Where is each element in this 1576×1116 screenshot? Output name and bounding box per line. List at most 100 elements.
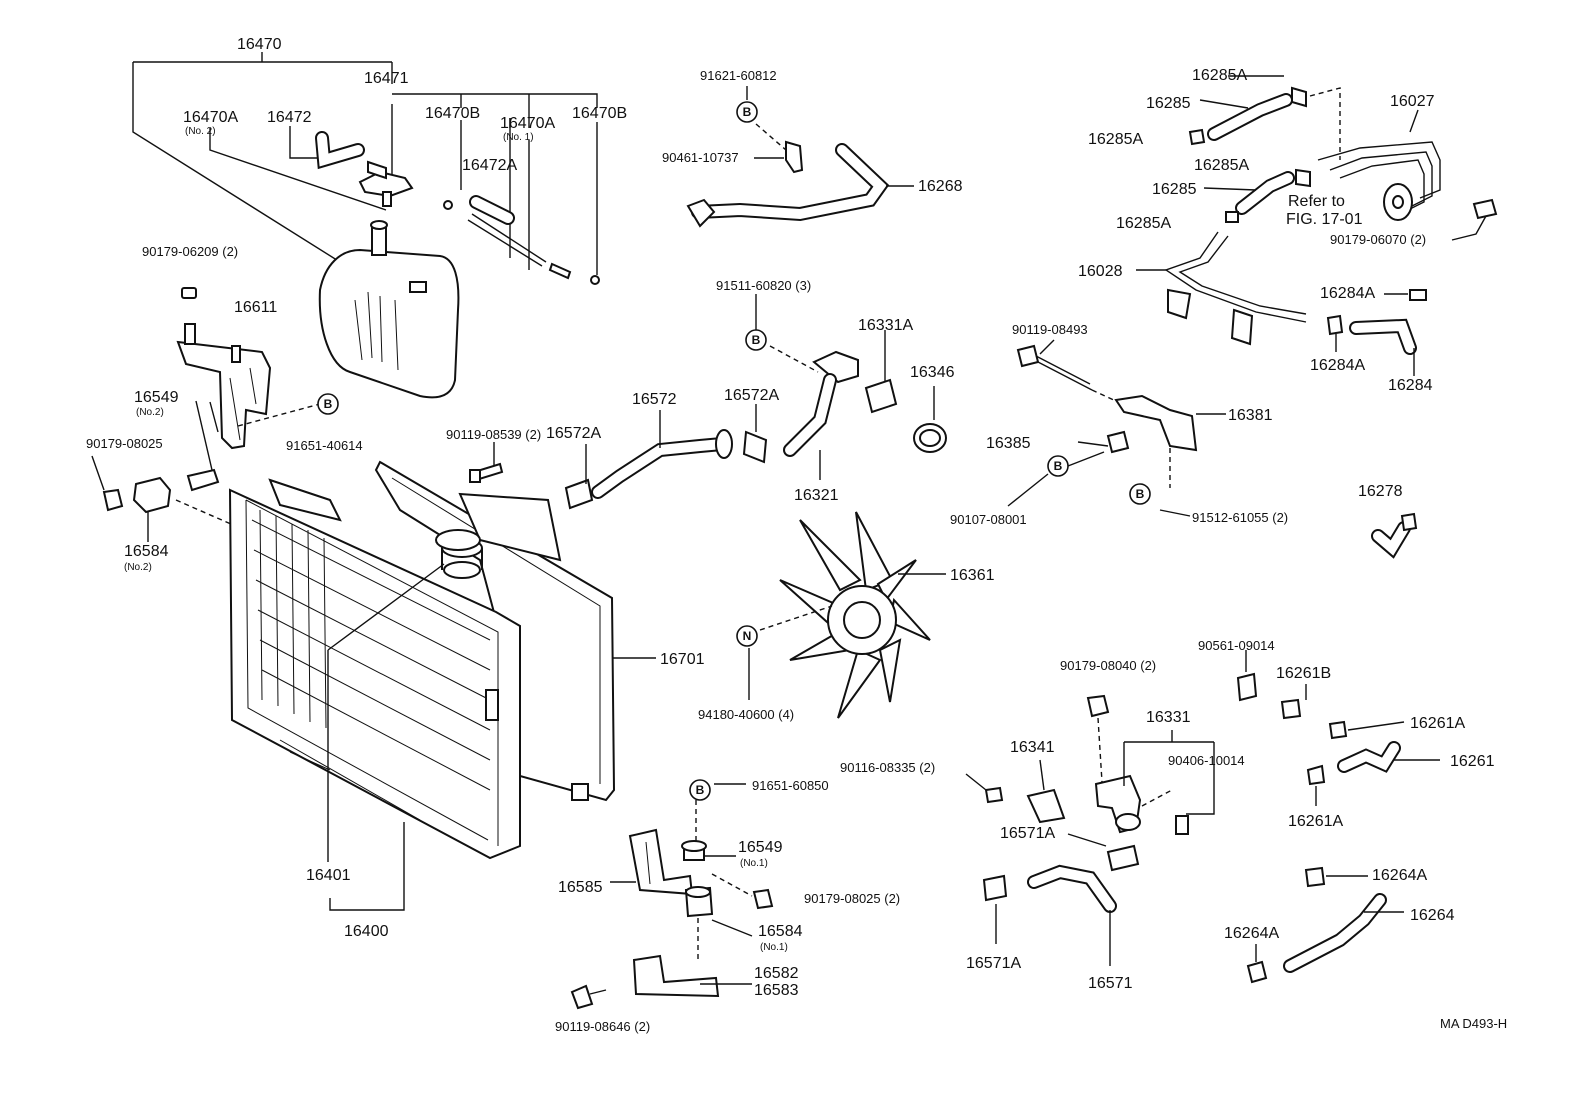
label-16284A-1: 16284A [1320, 285, 1375, 302]
marker-b-91651-40614 [317, 393, 339, 415]
label-91651-60850: 91651-60850 [752, 778, 829, 793]
label-90179-06070: 90179-06070 (2) [1330, 232, 1426, 247]
label-90179-08025-b: 90179-08025 (2) [804, 891, 900, 906]
label-16027: 16027 [1390, 93, 1435, 110]
label-16470: 16470 [237, 36, 282, 53]
label-16582: 16582 [754, 965, 799, 982]
label-16284: 16284 [1388, 377, 1433, 394]
bolt-90119-08539 [469, 442, 504, 483]
marker-n-94180-40600 [736, 625, 758, 647]
reference-markers: B B B N B B B [317, 101, 1151, 801]
radiator-group [228, 460, 656, 911]
label-16261A-2: 16261A [1288, 813, 1343, 830]
label-90119-08646: 90119-08646 (2) [555, 1019, 650, 1034]
marker-b-text: B [324, 397, 333, 411]
label-90116-08335: 90116-08335 (2) [840, 760, 935, 775]
label-16285A-3: 16285A [1194, 157, 1249, 174]
marker-b-text: B [752, 333, 761, 347]
marker-b-text: B [696, 783, 705, 797]
label-16268: 16268 [918, 178, 963, 195]
label-16028: 16028 [1078, 263, 1123, 280]
label-91621-60812: 91621-60812 [700, 68, 777, 83]
label-refer-to: Refer to [1288, 193, 1345, 210]
label-16571A-1: 16571A [1000, 825, 1055, 842]
marker-b-text: B [1054, 459, 1063, 473]
label-16583: 16583 [754, 982, 799, 999]
label-fig-17-01: FIG. 17-01 [1286, 211, 1363, 228]
marker-n-text: N [743, 629, 752, 643]
marker-b-text: B [1136, 487, 1145, 501]
label-16264A-2: 16264A [1224, 925, 1279, 942]
lower-bracket-group [570, 783, 774, 1010]
marker-b-91621-60812 [736, 101, 758, 123]
marker-b-91651-60850 [689, 779, 711, 801]
label-16584-no2: 16584 [124, 543, 169, 560]
label-no1-c: (No.1) [760, 942, 788, 953]
label-16471: 16471 [364, 70, 409, 87]
label-16549-no1: 16549 [738, 839, 783, 856]
hose-16572-group [564, 404, 768, 510]
water-outlet-group [755, 294, 947, 480]
label-90461-10737: 90461-10737 [662, 150, 739, 165]
label-16285A-2: 16285A [1088, 131, 1143, 148]
label-90119-08493: 90119-08493 [1012, 322, 1088, 337]
label-no2-b: (No.2) [136, 407, 164, 418]
label-16470B-b: 16470B [572, 105, 627, 122]
label-16278: 16278 [1358, 483, 1403, 500]
part-labels: 16470 16471 16470A (No. 2) 16472 16470B … [86, 36, 1507, 1034]
diagram-code: MA D493-H [1440, 1016, 1507, 1031]
label-16472: 16472 [267, 109, 312, 126]
label-16572A-a: 16572A [724, 387, 779, 404]
bracket-16611-group [91, 287, 321, 542]
label-16584-no1: 16584 [758, 923, 803, 940]
label-16385: 16385 [986, 435, 1031, 452]
label-16321: 16321 [794, 487, 839, 504]
label-16261B: 16261B [1276, 665, 1331, 682]
label-90107-08001: 90107-08001 [950, 512, 1027, 527]
marker-b-90107-08001 [1047, 455, 1069, 477]
label-90179-08025: 90179-08025 [86, 436, 163, 451]
part-16278 [1371, 512, 1418, 559]
label-90179-06209: 90179-06209 (2) [142, 244, 238, 259]
label-16285A-4: 16285A [1116, 215, 1171, 232]
label-16261A-1: 16261A [1410, 715, 1465, 732]
label-16571: 16571 [1088, 975, 1133, 992]
label-no1: (No. 1) [503, 132, 534, 143]
marker-b-91512-61055 [1129, 483, 1151, 505]
label-91512-61055: 91512-61055 (2) [1192, 510, 1288, 525]
label-16470A-no1: 16470A [500, 115, 555, 132]
label-91651-40614: 91651-40614 [286, 438, 363, 453]
hose-16261-group [1236, 650, 1440, 806]
label-90119-08539: 90119-08539 (2) [446, 427, 541, 442]
label-90179-08040: 90179-08040 (2) [1060, 658, 1156, 673]
label-16611: 16611 [234, 299, 277, 316]
label-16285-1: 16285 [1146, 95, 1191, 112]
label-90406-10014: 90406-10014 [1168, 753, 1245, 768]
marker-b-text: B [743, 105, 752, 119]
water-inlet-group [965, 694, 1215, 966]
label-16470B: 16470B [425, 105, 480, 122]
label-90561-09014: 90561-09014 [1198, 638, 1275, 653]
label-16470A-no2: 16470A [183, 109, 238, 126]
label-16701: 16701 [660, 651, 705, 668]
label-16361: 16361 [950, 567, 995, 584]
label-16571A-2: 16571A [966, 955, 1021, 972]
fan-16361 [748, 511, 946, 719]
label-16331A: 16331A [858, 317, 913, 334]
label-16572: 16572 [632, 391, 677, 408]
reserve-tank-group [132, 52, 600, 399]
hose-16268-group [686, 86, 914, 228]
label-no2-c: (No.2) [124, 562, 152, 573]
label-no2: (No. 2) [185, 126, 216, 137]
label-94180-40600: 94180-40600 (4) [698, 707, 794, 722]
hose-16264-group [1246, 866, 1404, 984]
label-16585: 16585 [558, 879, 603, 896]
label-16284A-2: 16284A [1310, 357, 1365, 374]
label-no1-b: (No.1) [740, 858, 768, 869]
label-16341: 16341 [1010, 739, 1055, 756]
label-16264A-1: 16264A [1372, 867, 1427, 884]
label-16346: 16346 [910, 364, 955, 381]
label-91511-60820: 91511-60820 (3) [716, 278, 811, 293]
